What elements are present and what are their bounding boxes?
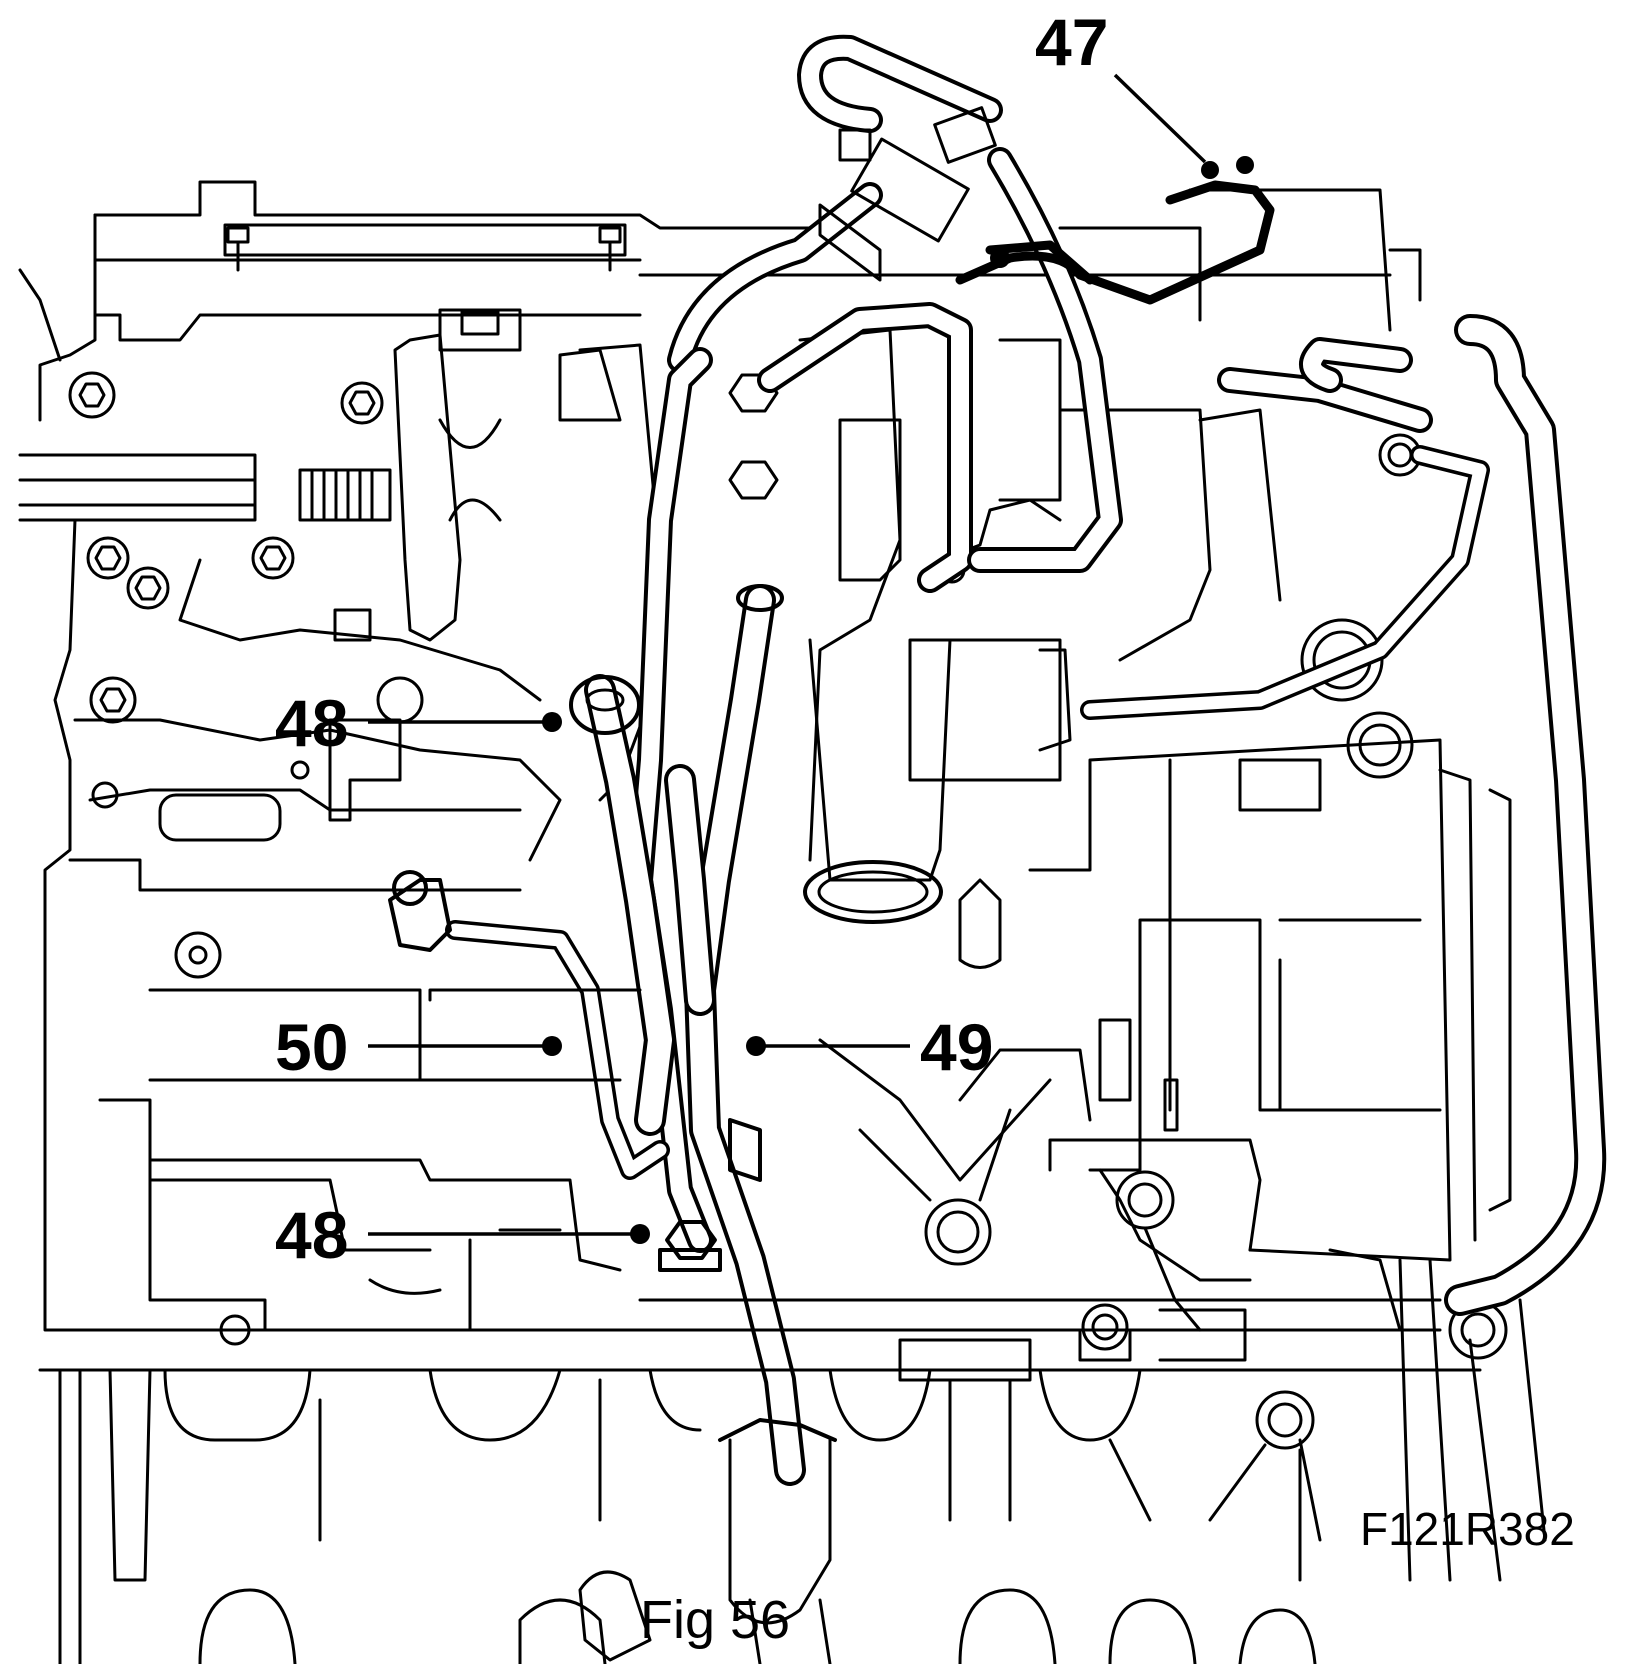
left-side-components bbox=[18, 453, 562, 1102]
callout-47: 47 bbox=[1035, 5, 1207, 164]
head-bracket bbox=[223, 223, 627, 272]
upper-hoses bbox=[667, 34, 1433, 593]
callout-50-dot bbox=[542, 1036, 562, 1056]
callout-48-lower: 48 bbox=[275, 1198, 650, 1272]
cylinder-head-outline bbox=[18, 180, 1422, 422]
lower-block bbox=[43, 988, 1442, 1382]
callout-49-label: 49 bbox=[920, 1010, 993, 1084]
bolt-heads bbox=[68, 371, 1508, 1450]
left-coolant-pipe bbox=[393, 308, 522, 642]
sensor-wire bbox=[955, 156, 1275, 305]
callout-50-label: 50 bbox=[275, 1010, 348, 1084]
right-coolant-hose bbox=[1080, 314, 1607, 1316]
callout-48-lower-label: 48 bbox=[275, 1198, 348, 1272]
reference-code: F121R382 bbox=[1360, 1503, 1575, 1555]
callout-49-dot bbox=[746, 1036, 766, 1056]
dipstick-and-vent-hoses bbox=[569, 347, 806, 1486]
callout-48-upper-dot bbox=[542, 712, 562, 732]
callout-47-label: 47 bbox=[1035, 5, 1108, 79]
callout-48-upper: 48 bbox=[275, 686, 562, 760]
callout-50: 50 bbox=[275, 1010, 562, 1084]
callout-47-leader bbox=[1113, 73, 1207, 164]
figure-caption: Fig 56 bbox=[640, 1590, 790, 1650]
crankcase-bottom bbox=[38, 1258, 1547, 1664]
callout-49: 49 bbox=[746, 1010, 993, 1084]
callout-48-lower-dot bbox=[630, 1224, 650, 1244]
callout-48-upper-label: 48 bbox=[275, 686, 348, 760]
right-side-housing bbox=[1028, 738, 1512, 1262]
small-pipe-50 bbox=[388, 870, 670, 1180]
spring-coil bbox=[298, 468, 392, 522]
